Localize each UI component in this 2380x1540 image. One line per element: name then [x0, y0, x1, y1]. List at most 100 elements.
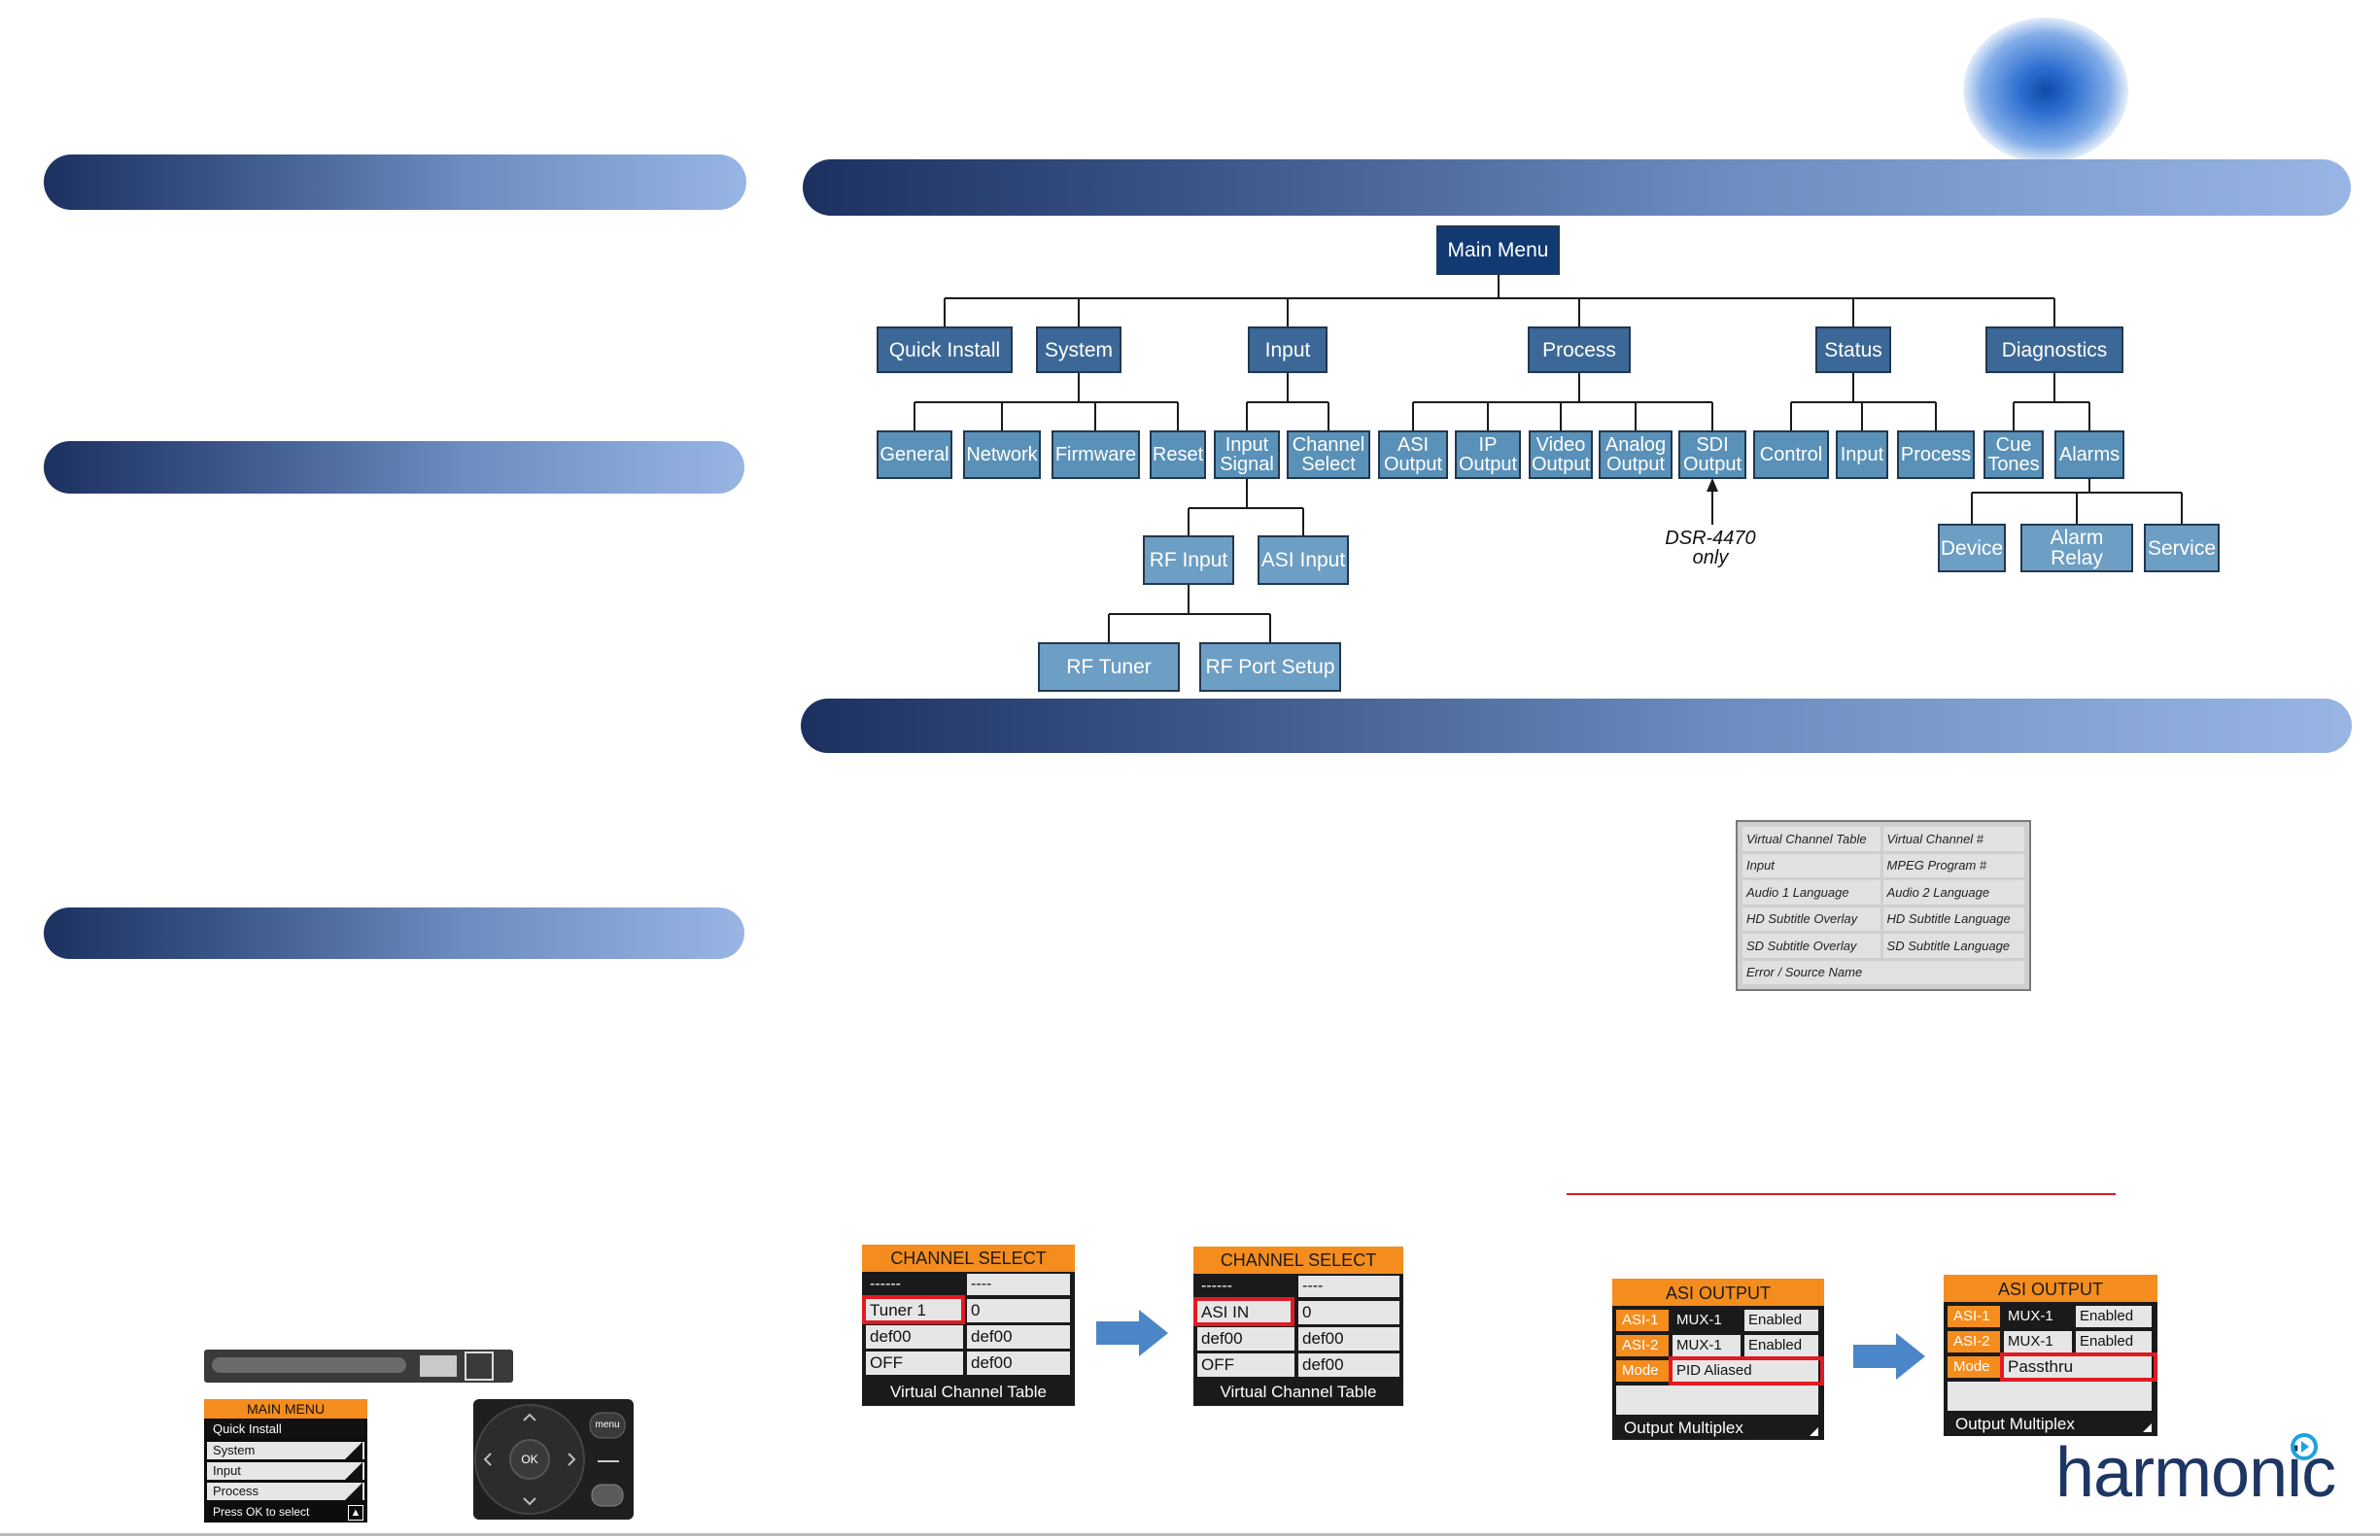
vct-cell: SD Subtitle Language	[1882, 934, 2024, 958]
highlight-box	[2000, 1352, 2157, 1382]
lcd-cell: MUX-1	[2004, 1331, 2072, 1352]
tree-node-input: Input	[1248, 326, 1328, 373]
bottom-divider	[0, 1533, 2380, 1536]
menu-item: System	[207, 1442, 364, 1459]
tree-node-reset: Reset	[1150, 430, 1206, 479]
tree-node-rf-tuner: RF Tuner	[1038, 642, 1180, 692]
menu-item: Quick Install	[207, 1420, 364, 1438]
lcd-title: MAIN MENU	[204, 1399, 367, 1419]
tree-node-alarms: Alarms	[2054, 430, 2124, 479]
lcd-cell: def00	[866, 1325, 963, 1349]
lcd-hint: Press OK to select	[213, 1505, 310, 1519]
menu-item-label: System	[213, 1443, 256, 1457]
tree-node-rf-input: RF Input	[1143, 535, 1234, 585]
up-arrow-icon: ▲	[348, 1505, 363, 1521]
lcd-label: ASI-2	[1616, 1335, 1669, 1356]
vct-cell: MPEG Program #	[1882, 853, 2024, 877]
lcd-cell: MUX-1	[1673, 1335, 1741, 1356]
lcd-cell: Enabled	[1744, 1335, 1818, 1356]
vct-cell: Audio 1 Language	[1742, 880, 1880, 905]
lcd-cell: ------	[1197, 1276, 1294, 1297]
sdi-output-note: DSR-4470 only	[1665, 528, 1756, 568]
tree-node-channel-select: Channel Select	[1287, 430, 1370, 479]
lcd-label: ASI-1	[1948, 1306, 2000, 1327]
lcd-title: CHANNEL SELECT	[862, 1245, 1075, 1272]
enter-icon	[1810, 1427, 1818, 1436]
tree-node-quick-install: Quick Install	[877, 326, 1013, 373]
lcd-cell: PID Aliased	[1673, 1360, 1818, 1382]
lcd-cell: MUX-1	[1673, 1310, 1741, 1331]
highlight-box	[1193, 1297, 1294, 1326]
vct-cell: Error / Source Name	[1742, 960, 2024, 984]
highlight-box	[1669, 1356, 1824, 1386]
lcd-cell: ----	[1298, 1276, 1399, 1297]
tree-node-firmware: Firmware	[1052, 430, 1140, 479]
lcd-cell: def00	[1197, 1327, 1294, 1351]
vct-cell: Virtual Channel #	[1882, 827, 2024, 851]
ok-button[interactable]: OK	[521, 1453, 538, 1466]
tree-node-rf-port-setup: RF Port Setup	[1199, 642, 1341, 692]
tree-node-diagnostics: Diagnostics	[1985, 326, 2123, 373]
channel-select-screen-before: CHANNEL SELECT ------ ---- Tuner 1 0 def…	[862, 1245, 1075, 1406]
main-menu-screen: MAIN MENU Quick Install System Input Pro…	[204, 1399, 367, 1523]
left-banner-2	[44, 441, 744, 494]
channel-select-screen-after: CHANNEL SELECT ------ ---- ASI IN 0 def0…	[1193, 1247, 1403, 1406]
asi-output-screen-after: ASI OUTPUT ASI-1 MUX-1 Enabled ASI-2 MUX…	[1944, 1275, 2157, 1436]
lcd-cell: Enabled	[2076, 1306, 2152, 1327]
device-front-panel	[204, 1350, 513, 1383]
lcd-cell: Tuner 1	[866, 1299, 963, 1322]
lcd-footer: Virtual Channel Table	[890, 1383, 1047, 1401]
lcd-label: ASI-2	[1948, 1331, 2000, 1352]
lower-right-banner	[801, 699, 2352, 753]
harmonic-logo-mark-icon	[2291, 1433, 2318, 1460]
tree-node-ip-output: IP Output	[1455, 430, 1521, 479]
tree-node-network: Network	[963, 430, 1041, 479]
lcd-cell: ----	[967, 1274, 1070, 1295]
lcd-title: CHANNEL SELECT	[1193, 1247, 1403, 1274]
lcd-blank-row	[1948, 1382, 2152, 1411]
vct-cell: HD Subtitle Overlay	[1742, 907, 1880, 931]
lcd-cell: ASI IN	[1197, 1301, 1294, 1324]
submenu-arrow-icon	[345, 1483, 362, 1500]
submenu-arrow-icon	[345, 1442, 362, 1459]
vct-cell: Audio 2 Language	[1882, 880, 2024, 905]
tree-node-input-signal: Input Signal	[1214, 430, 1280, 479]
lcd-cell: 0	[967, 1299, 1070, 1322]
red-divider-line	[1567, 1193, 2116, 1195]
tree-node-status-input: Input	[1836, 430, 1888, 479]
lcd-footer: Output Multiplex	[1624, 1419, 1743, 1437]
menu-item-label: Process	[213, 1484, 259, 1498]
submenu-arrow-icon	[345, 1462, 362, 1480]
menu-item-label: Input	[213, 1463, 241, 1478]
tree-node-system: System	[1036, 326, 1121, 373]
front-panel-keypad-closeup: OK menu	[473, 1399, 634, 1520]
tree-node-asi-output: ASI Output	[1378, 430, 1448, 479]
tree-node-control: Control	[1753, 430, 1829, 479]
menu-button[interactable]: menu	[595, 1420, 620, 1430]
lcd-footer: Virtual Channel Table	[1220, 1383, 1377, 1401]
lcd-cell: OFF	[866, 1352, 963, 1375]
right-arrow-icon	[1096, 1310, 1168, 1356]
tree-node-status: Status	[1815, 326, 1891, 373]
lcd-cell: def00	[1298, 1327, 1399, 1351]
tree-node-alarm-relay: Alarm Relay	[2020, 524, 2133, 572]
tree-node-device: Device	[1938, 524, 2006, 572]
lcd-label: Mode	[1616, 1360, 1669, 1382]
vct-cell: Input	[1742, 853, 1880, 877]
right-arrow-icon	[1853, 1333, 1925, 1380]
harmonic-logo: harmonic	[2055, 1434, 2336, 1512]
vct-cell: Virtual Channel Table	[1742, 827, 1880, 851]
vct-cell: SD Subtitle Overlay	[1742, 934, 1880, 958]
lcd-cell: OFF	[1197, 1353, 1294, 1377]
menu-item: Input	[207, 1462, 364, 1480]
lcd-cell: def00	[967, 1352, 1070, 1375]
lcd-cell: 0	[1298, 1301, 1399, 1324]
vct-cell: HD Subtitle Language	[1882, 907, 2024, 931]
tree-node-sdi-output: SDI Output	[1678, 430, 1746, 479]
menu-tree-banner	[803, 159, 2351, 216]
lcd-title: ASI OUTPUT	[1944, 1275, 2157, 1302]
menu-tree-connectors	[914, 275, 2183, 642]
lcd-cell: def00	[1298, 1353, 1399, 1377]
lcd-label: Mode	[1948, 1356, 2000, 1378]
